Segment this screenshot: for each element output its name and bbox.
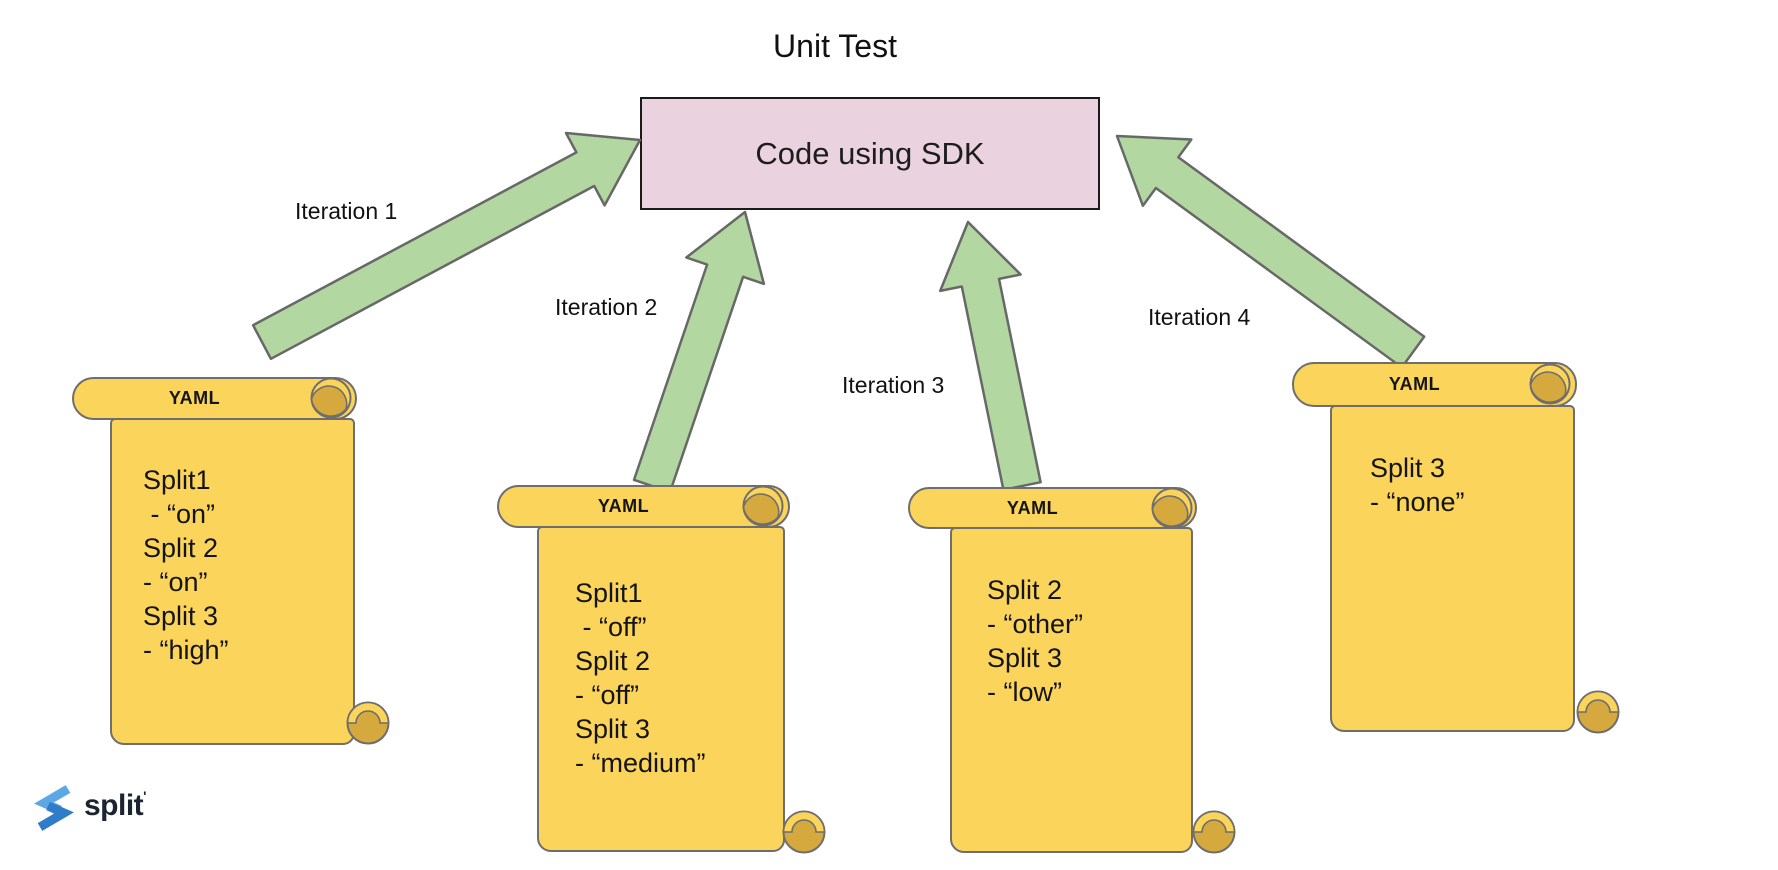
scroll-top-curl-icon [310,377,352,419]
scroll-4-body [1330,405,1575,732]
scroll-1-text: Split1 - “on” Split 2 - “on” Split 3 - “… [143,463,229,667]
iteration-4-label: Iteration 4 [1148,304,1251,330]
arrow-iteration-3 [938,220,1042,492]
split-logo: split' [33,783,147,833]
scroll-line: Split 2 [143,533,219,563]
scroll-2-header-bar: YAML [497,485,790,528]
scroll-bottom-curl-icon [346,701,390,745]
scroll-2-text: Split1 - “off” Split 2 - “off” Split 3 -… [575,576,706,780]
scroll-line: - “medium” [575,748,706,778]
scroll-1-header-bar: YAML [72,377,357,420]
scroll-top-curl-icon [1529,363,1571,405]
iteration-3-label: Iteration 3 [842,372,945,398]
scroll-3-header-bar: YAML [908,487,1197,529]
sdk-box-label: Code using SDK [755,135,985,171]
page-title: Unit Test [773,28,897,64]
arrow-iteration-1 [251,131,642,361]
scroll-1-body [110,418,355,745]
scroll-line: - “off” [575,680,640,710]
scroll-line: - “other” [987,609,1084,639]
scroll-line: Split 3 [987,643,1063,673]
scroll-line: Split1 [143,465,211,495]
yaml-scroll-1: Split1 - “on” Split 2 - “on” Split 3 - “… [72,377,412,757]
scroll-4-header-label: YAML [1388,374,1441,394]
scroll-line: Split 2 [575,646,651,676]
scroll-3-body [950,527,1193,853]
arrow-iteration-2 [632,210,766,494]
split-logo-mark: ' [143,788,147,804]
scroll-line: - “low” [987,677,1062,707]
iteration-1-label: Iteration 1 [295,198,398,224]
split-logo-text: split [84,789,144,822]
scroll-top-curl-icon [1151,487,1193,529]
scroll-3-header-label: YAML [1006,497,1059,518]
scroll-bottom-curl-icon [1576,690,1620,734]
scroll-line: Split1 [575,578,643,608]
scroll-line: Split 2 [987,575,1063,605]
scroll-line: Split 3 [1370,453,1446,483]
iteration-2-label: Iteration 2 [555,294,658,320]
code-using-sdk-box: Code using SDK [640,97,1100,210]
yaml-scroll-4: Split 3 - “none” YAML [1292,362,1632,742]
scroll-bottom-curl-icon [782,810,826,854]
scroll-4-header-bar: YAML [1292,362,1577,407]
yaml-scroll-3: Split 2 - “other” Split 3 - “low” YAML [908,487,1248,867]
scroll-1-header-label: YAML [168,388,221,408]
scroll-line: - “on” [143,567,208,597]
yaml-scroll-2: Split1 - “off” Split 2 - “off” Split 3 -… [497,485,837,865]
scroll-line: Split 3 [143,601,219,631]
scroll-bottom-curl-icon [1192,810,1236,854]
scroll-line: - “on” [143,499,216,529]
arrow-iteration-4 [1115,134,1426,369]
scroll-line: - “none” [1370,487,1465,517]
scroll-4-text: Split 3 - “none” [1370,451,1465,519]
scroll-top-curl-icon [742,485,784,527]
scroll-2-header-label: YAML [597,496,650,516]
split-logo-icon [34,785,74,831]
scroll-line: Split 3 [575,714,651,744]
scroll-3-text: Split 2 - “other” Split 3 - “low” [987,573,1083,709]
scroll-line: - “high” [143,635,229,665]
scroll-line: - “off” [575,612,647,642]
